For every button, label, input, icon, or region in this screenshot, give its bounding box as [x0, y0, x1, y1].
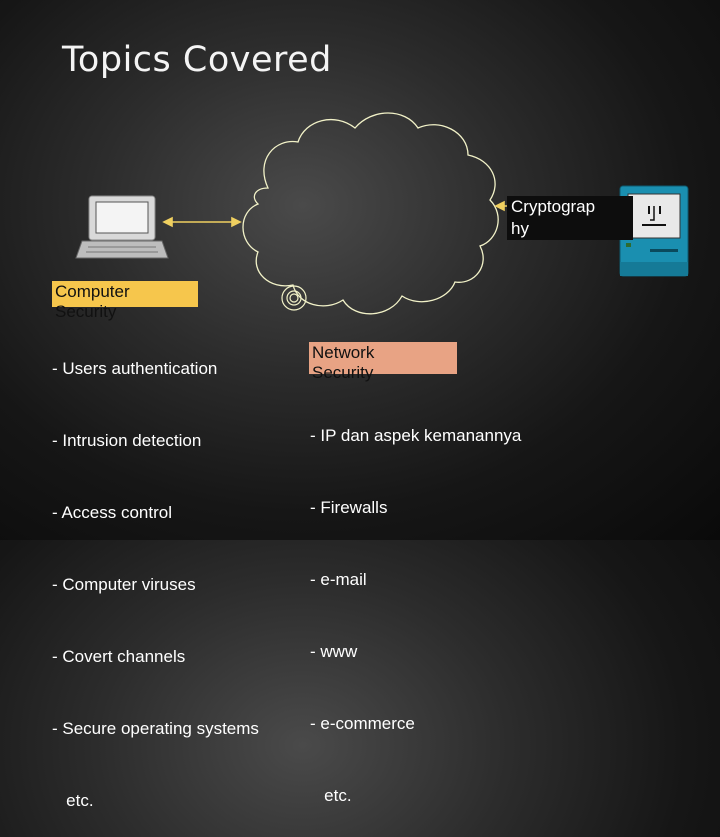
- list-item: - e-mail: [310, 568, 521, 592]
- arrow-icon: [164, 218, 240, 226]
- network-security-list: - IP dan aspek kemanannya - Firewalls - …: [310, 376, 521, 832]
- network-security-label: Network Security: [309, 342, 457, 374]
- list-item: - Covert channels: [52, 645, 259, 669]
- computer-icon: [76, 196, 168, 258]
- computer-security-list: - Users authentication - Intrusion detec…: [52, 309, 259, 837]
- list-item: - e-commerce: [310, 712, 521, 736]
- cryptography-label: Cryptograp hy: [507, 196, 633, 240]
- list-item: - Secure operating systems: [52, 717, 259, 741]
- list-item: - Firewalls: [310, 496, 521, 520]
- computer-security-label: Computer Security: [52, 281, 198, 307]
- list-item: - Access control: [52, 501, 259, 525]
- network-cloud-icon: [243, 113, 498, 314]
- list-item: - Users authentication: [52, 357, 259, 381]
- slide-title: Topics Covered: [62, 40, 332, 80]
- list-item: - www: [310, 640, 521, 664]
- list-item: etc.: [52, 789, 259, 813]
- list-item: etc.: [310, 784, 521, 808]
- list-item: - IP dan aspek kemanannya: [310, 424, 521, 448]
- list-item: - Computer viruses: [52, 573, 259, 597]
- list-item: - Intrusion detection: [52, 429, 259, 453]
